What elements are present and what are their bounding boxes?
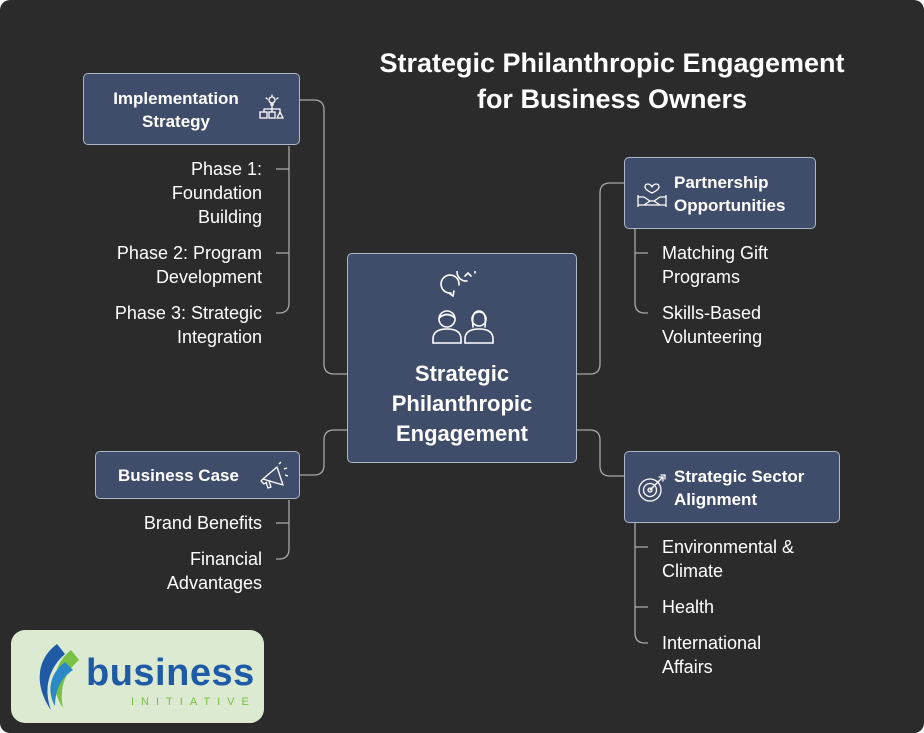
business-initiative-logo: business INITIATIVE <box>11 630 264 723</box>
flame-swirl-icon <box>39 644 79 710</box>
lightbulb-hierarchy-icon <box>259 94 285 119</box>
central-node-label: Strategic Philanthropic Engagement <box>391 361 533 446</box>
implementation-item-1: Phase 1: Foundation Building <box>171 159 262 227</box>
business-case-item-1: Brand Benefits <box>143 513 262 533</box>
megaphone-icon <box>260 461 289 489</box>
business-case-node: Business Case <box>95 451 300 499</box>
partnership-item-1: Matching Gift Programs <box>662 243 769 287</box>
implementation-strategy-node: Implementation Strategy <box>83 73 300 145</box>
node-label: Implementation Strategy <box>113 89 239 131</box>
implementation-item-2: Phase 2: Program Development <box>116 243 262 287</box>
implementation-item-3: Phase 3: Strategic Integration <box>114 303 262 347</box>
node-label: Strategic Sector Alignment <box>674 467 805 509</box>
sector-item-1: Environmental & Climate <box>662 537 795 581</box>
business-case-item-2: Financial Advantages <box>166 549 262 593</box>
handshake-heart-icon <box>637 183 667 207</box>
people-cycle-icon <box>432 271 494 344</box>
strategic-sector-alignment-node: Strategic Sector Alignment <box>624 451 840 523</box>
sector-item-3: International Affairs <box>662 633 762 677</box>
logo-subtitle: INITIATIVE <box>131 696 256 708</box>
central-node: Strategic Philanthropic Engagement <box>347 253 577 463</box>
logo-wordmark: business <box>86 652 255 694</box>
target-icon <box>638 474 666 502</box>
node-label: Partnership Opportunities <box>674 173 786 215</box>
diagram-title: Strategic Philanthropic Engagement for B… <box>379 48 845 114</box>
partnership-item-2: Skills-Based Volunteering <box>662 303 763 347</box>
partnership-opportunities-node: Partnership Opportunities <box>624 157 816 229</box>
sector-item-2: Health <box>662 597 715 617</box>
node-label: Business Case <box>118 466 239 485</box>
